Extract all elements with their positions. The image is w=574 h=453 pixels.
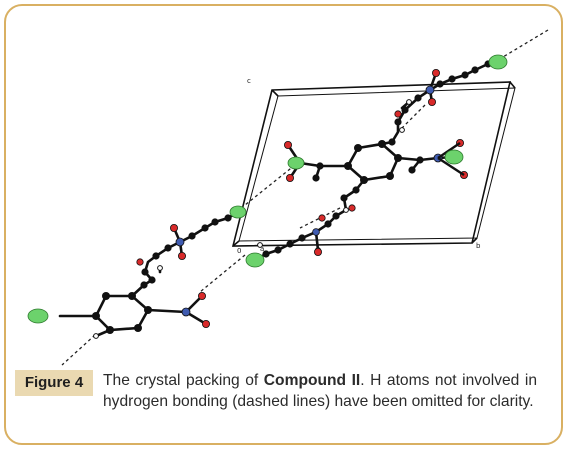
compound-name: Compound II [263, 372, 361, 389]
figure-caption: The crystal packing of Compound II. H at… [103, 370, 537, 412]
axis-label-origin: 0 [237, 247, 241, 255]
unit-cell [231, 81, 516, 247]
axis-label-b: b [476, 242, 481, 250]
figure-frame [4, 4, 563, 445]
hydrogen-bonds [61, 29, 549, 366]
caption-text-before: The crystal packing of [103, 372, 264, 389]
axis-label-a: a [260, 245, 264, 253]
axis-label-c: c [247, 77, 251, 85]
oxygen-atoms [136, 69, 468, 328]
figure-label-badge: Figure 4 [15, 370, 93, 396]
chlorine-atoms [27, 54, 508, 324]
crystal-packing-diagram: c b 0 a [27, 29, 549, 366]
caption-text-after: . H atoms not involved in hydrogen bondi… [103, 372, 538, 410]
nitrogen-atoms [175, 85, 443, 317]
carbon-atoms [92, 60, 492, 334]
